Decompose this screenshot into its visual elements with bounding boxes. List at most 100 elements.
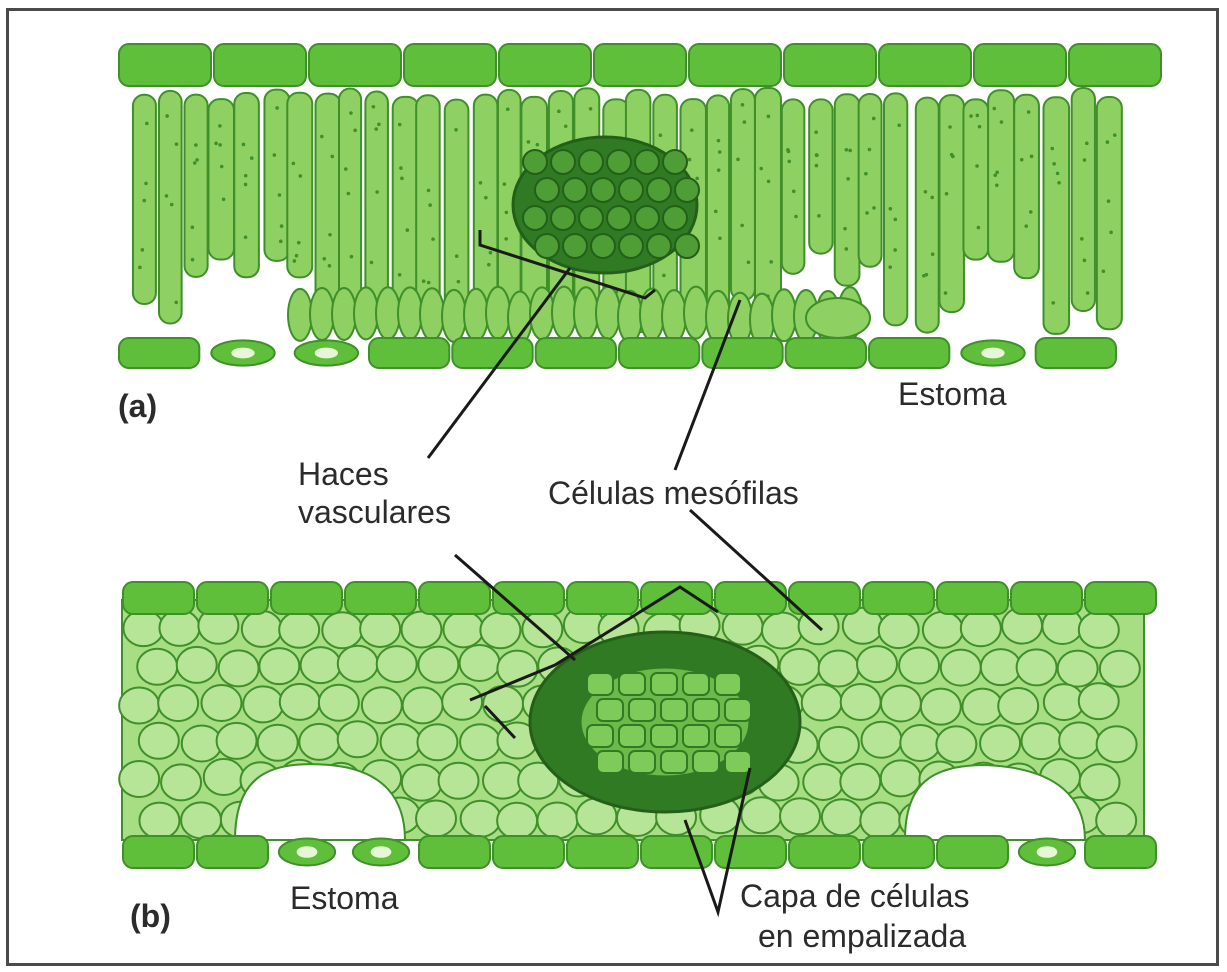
spongy-cell-b [460, 645, 500, 681]
spongy-cell-b [217, 723, 257, 759]
palisade-cell-a [835, 94, 860, 285]
spongy-cell-b [243, 686, 283, 722]
lower-cell-a [486, 287, 510, 339]
lower-epidermis-b-cell [789, 836, 860, 868]
spongy-cell-b [1080, 764, 1120, 800]
palisade-cell-a [859, 94, 882, 267]
spongy-cell-b [402, 765, 442, 801]
spongy-cell-b [158, 685, 198, 721]
palisade-cell-a [884, 93, 907, 325]
bundle-cell-a [675, 234, 699, 258]
spongy-cell-b [1058, 651, 1098, 687]
bundle-cell-a [619, 234, 643, 258]
stoma-label-a: Estoma [898, 376, 1006, 412]
upper-epidermis-b-cell [419, 582, 490, 614]
upper-epidermis-b-cell [197, 582, 268, 614]
palisade-cell-a [287, 93, 312, 278]
spongy-cell-b [803, 764, 843, 800]
palisade-cell-a [1043, 97, 1069, 334]
spongy-cell-b [338, 646, 378, 682]
spongy-cell-b [900, 725, 940, 761]
palisade-cell-a [316, 94, 341, 305]
upper-epidermis-b-cell [937, 582, 1008, 614]
upper-epidermis-b-cell [345, 582, 416, 614]
spongy-cell-b [879, 612, 919, 648]
bundle-cell-a [523, 150, 547, 174]
spongy-cell-b [201, 685, 241, 721]
spongy-cell-b [258, 725, 298, 761]
bundle-cell-a [647, 178, 671, 202]
spongy-cell-b [139, 803, 179, 839]
upper-epidermis-b-cell [567, 582, 638, 614]
lower-cell-a [420, 288, 444, 340]
bundle-cell-b [651, 725, 677, 747]
palisade-cell-a [782, 99, 805, 273]
upper-epidermis-a-cell [309, 44, 401, 86]
spongy-cell-b [442, 684, 482, 720]
palisade-cell-a [185, 95, 208, 277]
lower-epidermis-a-cell [619, 338, 699, 368]
spongy-cell-b [181, 802, 221, 838]
spongy-cell-b [319, 685, 359, 721]
upper-epidermis-a-cell [594, 44, 686, 86]
spongy-cell-b [403, 687, 443, 723]
spongy-cell-b [461, 801, 501, 837]
bundle-cell-a [535, 178, 559, 202]
lower-cell-a [806, 298, 870, 338]
palisade-layer-label-line1: Capa de células [740, 878, 969, 914]
spongy-cell-b [443, 611, 483, 647]
lower-cell-a [310, 288, 334, 340]
spongy-cell-b [360, 611, 400, 647]
bundle-cell-a [535, 234, 559, 258]
palisade-cell-a [1097, 97, 1122, 329]
upper-epidermis-b-cell [1085, 582, 1156, 614]
bundle-cell-b [725, 751, 751, 773]
bundle-cell-b [715, 673, 741, 695]
bundle-cell-a [591, 234, 615, 258]
lower-epidermis-b-cell [937, 836, 1008, 868]
vascular-bundles-label-line1: Haces [298, 456, 389, 492]
palisade-cell-a [731, 89, 755, 300]
spongy-cell-b [822, 799, 862, 835]
spongy-cell-b [1059, 722, 1099, 758]
stoma-label-b: Estoma [290, 880, 398, 916]
bundle-cell-a [647, 234, 671, 258]
upper-epidermis-b-cell [863, 582, 934, 614]
spongy-cell-b [322, 612, 362, 648]
upper-epidermis-a-cell [119, 44, 211, 86]
lower-cell-a [596, 287, 620, 339]
panel-a-leaf-section [119, 44, 1161, 368]
panel-a-letter: (a) [118, 388, 157, 424]
spongy-cell-b [841, 684, 881, 720]
vascular-bundle-a [513, 137, 699, 273]
bundle-cell-a [635, 150, 659, 174]
lower-epidermis-b-cell [197, 836, 268, 868]
spongy-cell-b [381, 724, 421, 760]
lower-cell-a [288, 289, 312, 341]
bundle-cell-b [661, 751, 687, 773]
lower-epidermis-a-cell [869, 338, 949, 368]
upper-epidermis-a-cell [404, 44, 496, 86]
spongy-cell-b [537, 802, 577, 838]
bundle-cell-a [635, 206, 659, 230]
lower-cell-a [464, 289, 488, 341]
lower-cell-a [354, 287, 378, 339]
spongy-cell-b [819, 651, 859, 687]
spongy-cell-b [139, 723, 179, 759]
upper-epidermis-a-cell [784, 44, 876, 86]
spongy-cell-b [119, 761, 159, 797]
spongy-cell-b [159, 610, 199, 646]
upper-epidermis-a-cell [214, 44, 306, 86]
lower-epidermis-b-cell [715, 836, 786, 868]
spongy-cell-b [998, 688, 1038, 724]
bundle-cell-b [725, 699, 751, 721]
lower-cell-a [552, 287, 576, 339]
spongy-cell-b [177, 647, 217, 683]
lower-cell-a [772, 289, 796, 341]
bundle-cell-a [563, 234, 587, 258]
panel-b-leaf-section [119, 582, 1156, 868]
lower-cell-a [684, 287, 708, 339]
spongy-cell-b [497, 803, 537, 839]
spongy-cell-b [962, 689, 1002, 725]
spongy-cell-b [881, 685, 921, 721]
